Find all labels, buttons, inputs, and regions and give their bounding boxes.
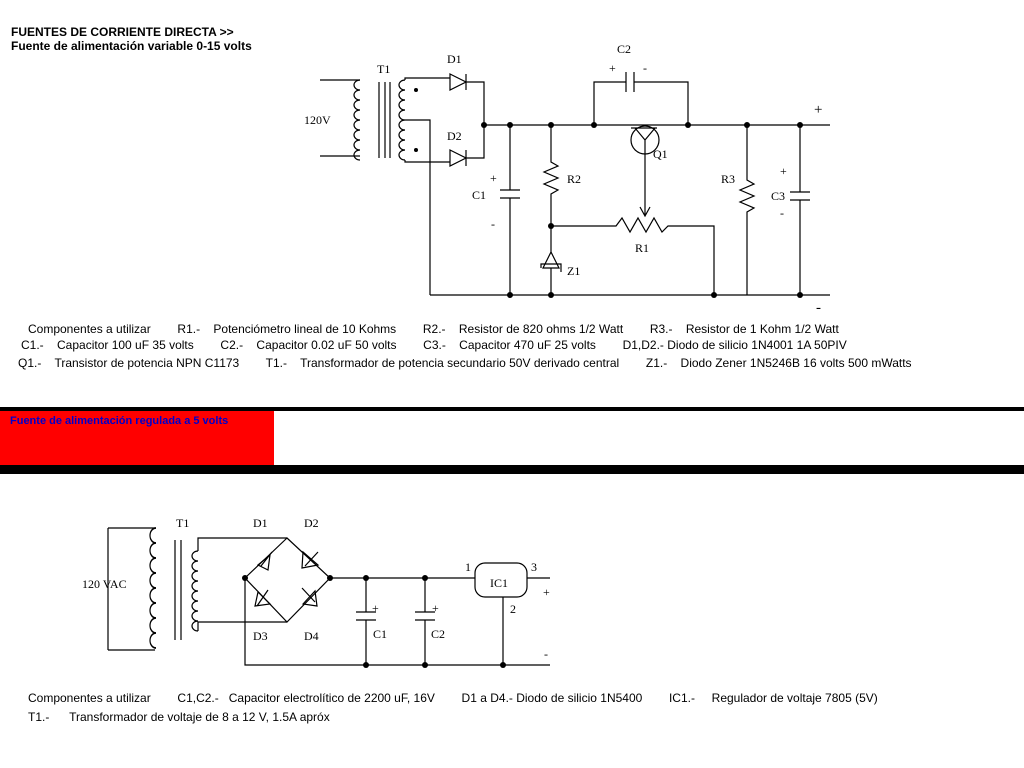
label2-pin1: 1 <box>465 560 471 574</box>
label2-t1: T1 <box>176 516 189 530</box>
label-c2-plus: + <box>609 61 616 75</box>
regulator-ic1 <box>474 562 550 668</box>
transistor-q1 <box>630 125 660 175</box>
label-r1: R1 <box>635 241 649 255</box>
label2-c1: C1 <box>373 627 387 641</box>
label2-d4: D4 <box>304 629 319 643</box>
divider-bottom <box>0 465 1024 474</box>
label-output-plus: + <box>814 102 822 118</box>
label-c3-minus: - <box>780 206 784 220</box>
label-c2: C2 <box>617 42 631 56</box>
label-z1: Z1 <box>567 264 580 278</box>
label-r2: R2 <box>567 172 581 186</box>
heading-link[interactable]: FUENTES DE CORRIENTE DIRECTA >> <box>11 25 234 39</box>
parts-list-1-line-2: C1.- Capacitor 100 uF 35 volts C2.- Capa… <box>21 338 847 352</box>
label2-d2: D2 <box>304 516 319 530</box>
transformer2-t1 <box>107 527 287 651</box>
parts-list-2-line-2: T1.- Transformador de voltaje de 8 a 12 … <box>28 710 330 724</box>
label2-ic1: IC1 <box>490 576 508 590</box>
label2-output-plus: + <box>543 585 550 599</box>
potentiometer-r1 <box>551 175 715 295</box>
label2-c1-plus: + <box>372 601 379 615</box>
diode-d2 <box>449 125 485 167</box>
transformer-t1 <box>320 77 450 295</box>
label2-d1: D1 <box>253 516 268 530</box>
label-c1-minus: - <box>491 217 495 231</box>
capacitor2-c2 <box>415 575 435 668</box>
label-c1-plus: + <box>490 171 497 185</box>
label-d2: D2 <box>447 129 462 143</box>
diode-d1 <box>449 73 485 125</box>
resistor-r2 <box>542 125 560 226</box>
label-q1: Q1 <box>653 147 668 161</box>
label-r3: R3 <box>721 172 735 186</box>
divider-top <box>0 407 1024 411</box>
label2-pin3: 3 <box>531 560 537 574</box>
capacitor-c2 <box>593 72 689 125</box>
label2-c2: C2 <box>431 627 445 641</box>
label2-pin2: 2 <box>510 602 516 616</box>
label-input-120v: 120V <box>304 113 331 127</box>
label-t1: T1 <box>377 62 390 76</box>
label-c3: C3 <box>771 189 785 203</box>
zener-z1 <box>540 226 562 295</box>
section2-banner: Fuente de alimentación regulada a 5 volt… <box>0 411 274 465</box>
capacitor-c1 <box>500 125 520 295</box>
label2-input-120vac: 120 VAC <box>82 577 127 591</box>
resistor-r3 <box>738 125 756 295</box>
parts-list-1-line-3: Q1.- Transistor de potencia NPN C1173 T1… <box>18 356 912 370</box>
label2-output-minus: - <box>544 647 548 661</box>
label-c3-plus: + <box>780 164 787 178</box>
section2-title: Fuente de alimentación regulada a 5 volt… <box>10 415 229 427</box>
capacitor2-c1 <box>356 575 376 668</box>
capacitor-c3 <box>790 125 810 295</box>
label-d1: D1 <box>447 52 462 66</box>
label-c2-minus: - <box>643 61 647 75</box>
parts-list-2-line-1: Componentes a utilizar C1,C2.- Capacitor… <box>28 691 878 705</box>
page-heading: FUENTES DE CORRIENTE DIRECTA >> Fuente d… <box>11 25 252 53</box>
bridge-rectifier <box>242 537 503 666</box>
section1-title: Fuente de alimentación variable 0-15 vol… <box>11 39 252 53</box>
parts-list-1-line-1: Componentes a utilizar R1.- Potenciómetr… <box>28 322 839 336</box>
label-c1: C1 <box>472 188 486 202</box>
label2-c2-plus: + <box>432 601 439 615</box>
label-output-minus: - <box>816 300 821 316</box>
label2-d3: D3 <box>253 629 268 643</box>
